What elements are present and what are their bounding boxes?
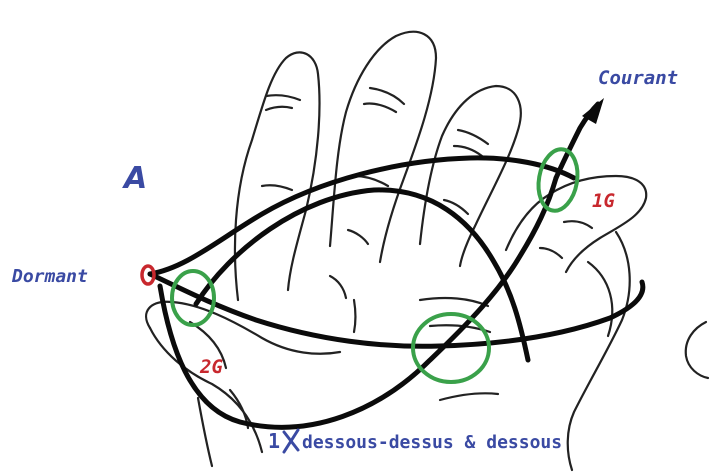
- index-crease-3: [260, 184, 294, 192]
- palm-crease-5: [438, 392, 500, 402]
- crossing-circle-left: [170, 269, 216, 327]
- rope-middle-strand: [147, 271, 646, 349]
- instruction-text: dessous-dessus & dessous: [302, 432, 562, 453]
- middle-crease-4: [346, 228, 370, 246]
- g2-label: 2G: [199, 356, 223, 378]
- palm-crease-3: [352, 298, 357, 334]
- little-crease-1: [562, 220, 594, 230]
- thumb-lower-outline: [148, 326, 264, 454]
- crossing-circle-top: [536, 147, 580, 213]
- wrist-left: [196, 396, 214, 468]
- index-crease-2: [264, 105, 294, 112]
- ring-crease-2: [452, 144, 484, 158]
- palm-crease-4: [328, 274, 348, 300]
- palm-right-lower: [586, 260, 614, 338]
- palm-crease-1: [418, 296, 490, 308]
- dormant-label: Dormant: [11, 266, 88, 287]
- ring-crease-3: [442, 198, 470, 216]
- index-finger-outline: [233, 51, 321, 302]
- next-hand-edge: [684, 320, 710, 380]
- instruction-count: 1: [268, 429, 280, 453]
- crossing-markers: [170, 147, 580, 384]
- rope-end-loop-icon: [140, 264, 156, 286]
- hand-sketch: [145, 30, 710, 472]
- middle-crease-3: [352, 174, 390, 188]
- middle-crease-1: [368, 86, 406, 106]
- courant-label: Courant: [598, 67, 678, 89]
- rope-cross-strand: [193, 187, 531, 363]
- rope-upper-strand: [147, 155, 577, 277]
- arrow-up-right-icon: [582, 98, 604, 124]
- ring-finger-outline: [418, 84, 522, 268]
- x-mark-icon: [282, 428, 300, 454]
- thumb-outline: [145, 300, 342, 355]
- little-crease-2: [538, 246, 564, 260]
- palm-right-outline: [566, 230, 631, 472]
- index-crease-1: [264, 94, 302, 102]
- crossing-circle-center: [411, 312, 491, 384]
- middle-finger-outline: [328, 30, 438, 264]
- ring-crease-1: [456, 128, 490, 146]
- middle-crease-2: [362, 102, 398, 114]
- g1-label: 1G: [592, 190, 615, 212]
- section-label: A: [122, 161, 147, 196]
- rope-lower-loop: [157, 175, 559, 430]
